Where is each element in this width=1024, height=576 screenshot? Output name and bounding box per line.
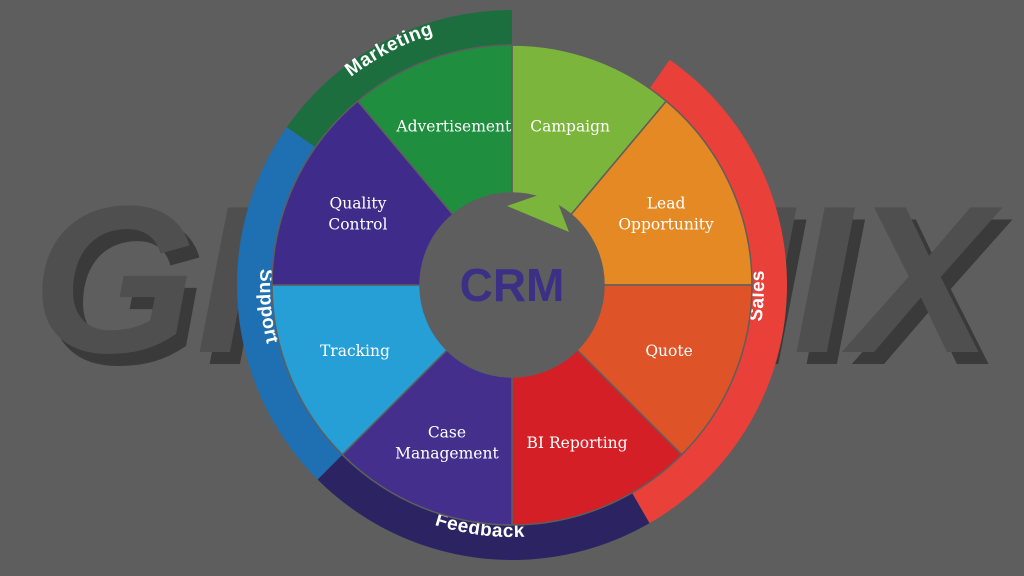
cycle-arrow-icon — [507, 190, 569, 232]
center-hub — [420, 193, 604, 377]
segment-label-campaign: Campaign — [530, 117, 610, 135]
segment-label-quote: Quote — [645, 342, 692, 360]
center-label: CRM — [460, 259, 565, 311]
outer-ring-support — [236, 127, 346, 480]
outer-ring-sales — [630, 59, 787, 524]
segment-label-tracking: Tracking — [320, 342, 390, 360]
segment-label-bi-reporting: BI Reporting — [527, 434, 628, 452]
outer-ring-feedback — [317, 451, 650, 560]
segment-label-advertisement: Advertisement — [395, 117, 512, 135]
